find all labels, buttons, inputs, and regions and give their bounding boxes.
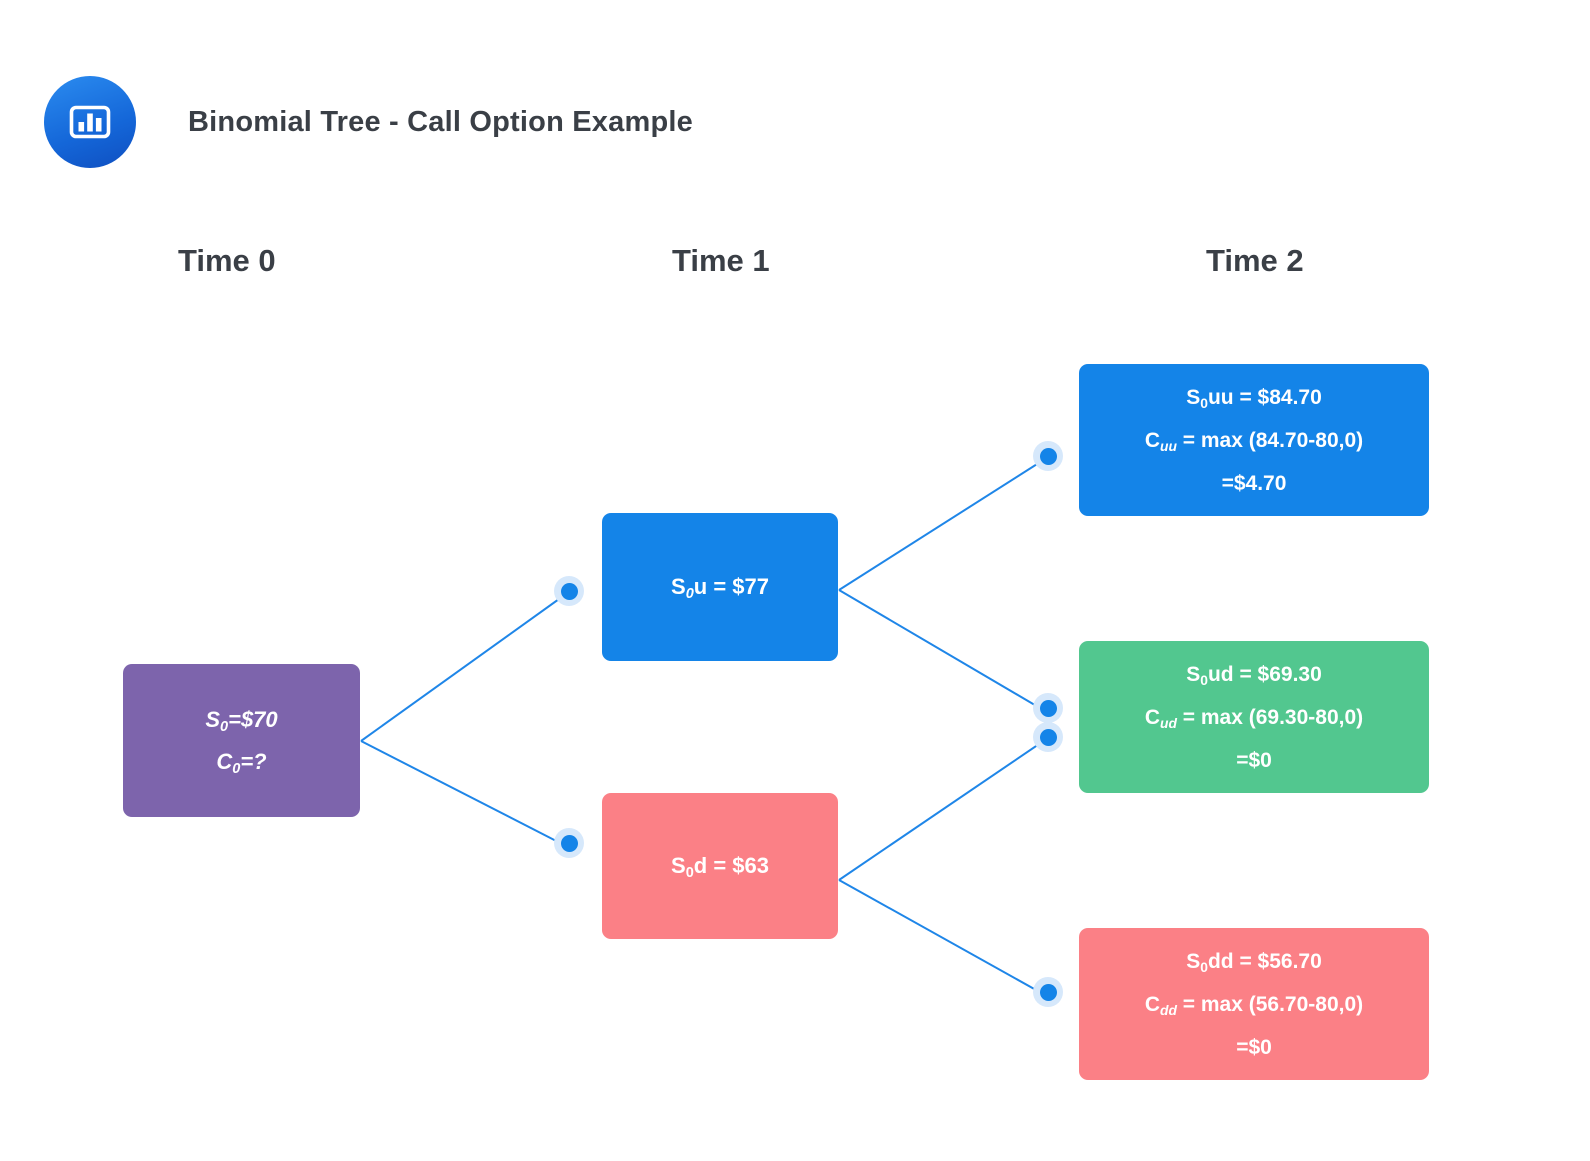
column-header-time-0: Time 0 bbox=[178, 243, 276, 278]
connector-dot-down bbox=[554, 828, 584, 858]
connector-dot-uu bbox=[1033, 441, 1063, 471]
edge-root-up bbox=[360, 593, 567, 742]
node-ud-line-stock: S0ud = $69.30 bbox=[1186, 662, 1322, 688]
edge-root-down bbox=[360, 740, 567, 847]
node-up[interactable]: S0u = $77 bbox=[602, 513, 838, 661]
node-uu-line-value: =$4.70 bbox=[1221, 471, 1287, 495]
node-dd-line-payoff: Cdd = max (56.70-80,0) bbox=[1144, 992, 1364, 1018]
column-header-time-2: Time 2 bbox=[1206, 243, 1304, 278]
connector-dot-ud-lower bbox=[1033, 722, 1063, 752]
node-down-line-stock: S0d = $63 bbox=[671, 853, 769, 882]
node-ud[interactable]: S0ud = $69.30 Cud = max (69.30-80,0) =$0 bbox=[1079, 641, 1429, 793]
node-dd-line-stock: S0dd = $56.70 bbox=[1186, 949, 1322, 975]
node-root-line-option: C0=? bbox=[216, 748, 267, 777]
connector-dot-ud-upper bbox=[1033, 693, 1063, 723]
node-up-line-stock: S0u = $77 bbox=[671, 574, 769, 603]
node-down[interactable]: S0d = $63 bbox=[602, 793, 838, 939]
edge-down-dd bbox=[838, 879, 1046, 996]
node-root[interactable]: S0=$70 C0=? bbox=[123, 664, 360, 817]
edge-up-ud bbox=[838, 589, 1046, 712]
edge-down-ud bbox=[838, 739, 1046, 881]
page-title: Binomial Tree - Call Option Example bbox=[188, 105, 693, 138]
connector-dot-dd bbox=[1033, 977, 1063, 1007]
node-dd-line-value: =$0 bbox=[1236, 1035, 1272, 1059]
node-ud-line-value: =$0 bbox=[1236, 748, 1272, 772]
node-root-line-stock: S0=$70 bbox=[205, 706, 278, 735]
node-uu-line-payoff: Cuu = max (84.70-80,0) bbox=[1144, 428, 1364, 454]
node-ud-line-payoff: Cud = max (69.30-80,0) bbox=[1144, 705, 1364, 731]
edge-up-uu bbox=[838, 458, 1046, 591]
column-header-time-1: Time 1 bbox=[672, 243, 770, 278]
connector-dot-up bbox=[554, 576, 584, 606]
page-header: Binomial Tree - Call Option Example bbox=[44, 76, 693, 168]
node-dd[interactable]: S0dd = $56.70 Cdd = max (56.70-80,0) =$0 bbox=[1079, 928, 1429, 1080]
node-uu[interactable]: S0uu = $84.70 Cuu = max (84.70-80,0) =$4… bbox=[1079, 364, 1429, 516]
node-uu-line-stock: S0uu = $84.70 bbox=[1186, 385, 1322, 411]
bar-chart-icon bbox=[44, 76, 136, 168]
